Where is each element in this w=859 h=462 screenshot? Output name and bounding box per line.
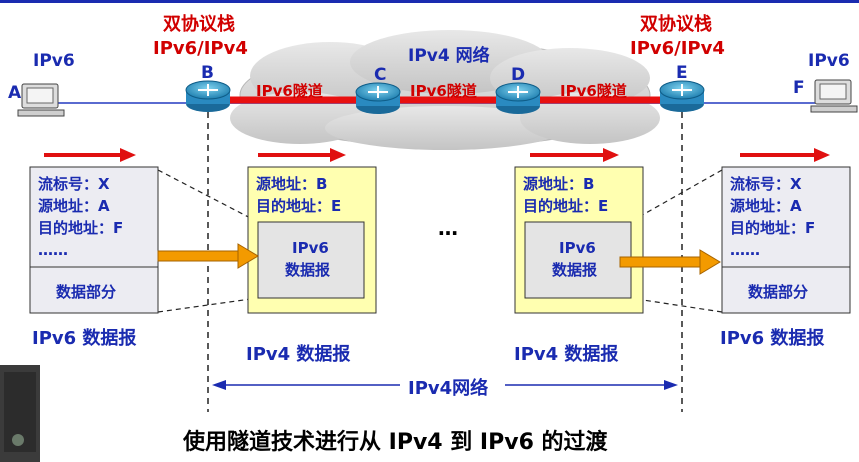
- ipv4-right-inner-line2: 数据报: [552, 261, 598, 279]
- ipv6-left-caption: IPv6 数据报: [32, 328, 137, 349]
- ipv6-right-caption: IPv6 数据报: [720, 328, 825, 349]
- router-e-icon: [659, 80, 705, 112]
- tunnel-label-1: IPv6隧道: [256, 82, 323, 100]
- decapsulate-arrow: [619, 249, 721, 275]
- encapsulate-arrow: [157, 243, 259, 269]
- top-rule: [0, 0, 859, 3]
- ipv4-left-field-src: 源地址：B: [256, 175, 328, 193]
- presenter-thumbnail: [0, 365, 40, 462]
- ipv4-cloud: [230, 30, 660, 150]
- host-f-computer-icon: [810, 79, 858, 113]
- cloud-label: IPv4 网络: [408, 46, 490, 66]
- ipv4-packet-left: [247, 166, 377, 314]
- ipv6-packet-left: [29, 166, 159, 314]
- host-a-letter: A: [8, 83, 22, 103]
- ipv4-span-arrow: [212, 380, 678, 390]
- tunnel-label-3: IPv6隧道: [560, 82, 627, 100]
- ipv6-packet-right: [721, 166, 851, 314]
- ipv4-span-label: IPv4网络: [408, 378, 489, 399]
- ellipsis: …: [438, 216, 458, 240]
- ipv6-right-field-flow: 流标号：X: [730, 175, 802, 193]
- router-e-label: E: [676, 63, 688, 83]
- ipv6-right-field-more: ……: [730, 241, 760, 259]
- host-f-proto: IPv6: [808, 51, 850, 71]
- ipv4-right-caption: IPv4 数据报: [514, 344, 619, 365]
- stack-label-left-line1: 双协议栈: [163, 14, 235, 35]
- ipv6-left-field-dst: 目的地址：F: [38, 219, 124, 237]
- router-c-label: C: [374, 65, 387, 85]
- router-c-icon: [355, 82, 401, 114]
- host-f-letter: F: [793, 78, 805, 98]
- router-d-icon: [495, 82, 541, 114]
- ipv6-left-field-more: ……: [38, 241, 68, 259]
- router-b-icon: [185, 80, 231, 112]
- ipv6-right-payload: 数据部分: [748, 283, 809, 301]
- ipv6-right-field-src: 源地址：A: [730, 197, 802, 215]
- ipv6-left-field-flow: 流标号：X: [38, 175, 110, 193]
- ipv6-left-payload: 数据部分: [56, 283, 117, 301]
- ipv4-right-field-dst: 目的地址：E: [523, 197, 609, 215]
- ipv4-right-inner-line1: IPv6: [559, 239, 596, 257]
- ipv4-right-field-src: 源地址：B: [523, 175, 595, 193]
- ipv4-left-inner-line2: 数据报: [285, 261, 331, 279]
- ipv4-left-caption: IPv4 数据报: [246, 344, 351, 365]
- direction-arrows: [44, 148, 830, 162]
- tunnel-label-2: IPv6隧道: [410, 82, 477, 100]
- host-a-computer-icon: [17, 83, 65, 117]
- ipv6-left-field-src: 源地址：A: [38, 197, 110, 215]
- ipv6-right-field-dst: 目的地址：F: [730, 219, 816, 237]
- stack-label-right-line2: IPv6/IPv4: [630, 38, 725, 59]
- bottom-caption: 使用隧道技术进行从 IPv4 到 IPv6 的过渡: [183, 430, 608, 455]
- router-b-label: B: [201, 63, 214, 83]
- stack-label-left-line2: IPv6/IPv4: [153, 38, 248, 59]
- zoom-lines: [157, 169, 723, 313]
- ipv4-left-field-dst: 目的地址：E: [256, 197, 342, 215]
- host-a-proto: IPv6: [33, 51, 75, 71]
- router-d-label: D: [511, 65, 526, 85]
- stack-label-right-line1: 双协议栈: [640, 14, 712, 35]
- ipv4-packet-right: [514, 166, 644, 314]
- ipv4-left-inner-line1: IPv6: [292, 239, 329, 257]
